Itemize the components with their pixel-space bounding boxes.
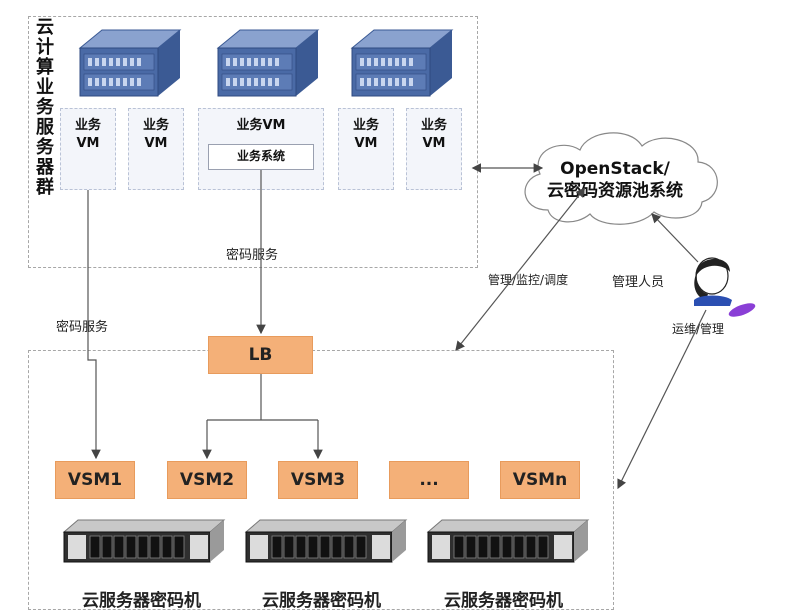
ops-manage-label: 运维/管理 [672, 322, 725, 336]
arrow-admin-cloud [651, 213, 699, 263]
title-char: 务 [36, 137, 54, 158]
load-balancer-box: LB [208, 336, 313, 374]
title-char: 器 [36, 157, 54, 178]
vsm-box: VSM1 [55, 461, 135, 499]
title-char: 服 [36, 117, 54, 138]
arrow-admin-pool [617, 309, 707, 490]
vsm-box: VSMn [500, 461, 580, 499]
business-vm-label: 业务VM [236, 118, 286, 133]
vsm-box: VSM3 [278, 461, 358, 499]
arrow-cloud-pool [455, 187, 586, 351]
business-system-box: 业务系统 [208, 144, 314, 170]
cloud-line-1: OpenStack/ [560, 159, 670, 179]
server-group-title: 云 计 算 业 务 服 务 器 群 [34, 18, 56, 198]
title-char: 算 [36, 57, 54, 78]
admin-label: 管理人员 [612, 275, 665, 290]
title-char: 务 [36, 97, 54, 118]
title-char: 计 [36, 37, 54, 58]
crypto-service-label-center: 密码服务 [226, 248, 279, 263]
cloud-business-server-group [28, 16, 478, 268]
arrow-vm-to-vsm1 [87, 190, 101, 460]
title-char: 业 [36, 77, 54, 98]
vsm-box: ... [389, 461, 469, 499]
title-char: 云 [36, 17, 54, 38]
vsm-box: VSM2 [167, 461, 247, 499]
title-char: 群 [36, 177, 54, 198]
crypto-service-label-left: 密码服务 [56, 320, 109, 335]
